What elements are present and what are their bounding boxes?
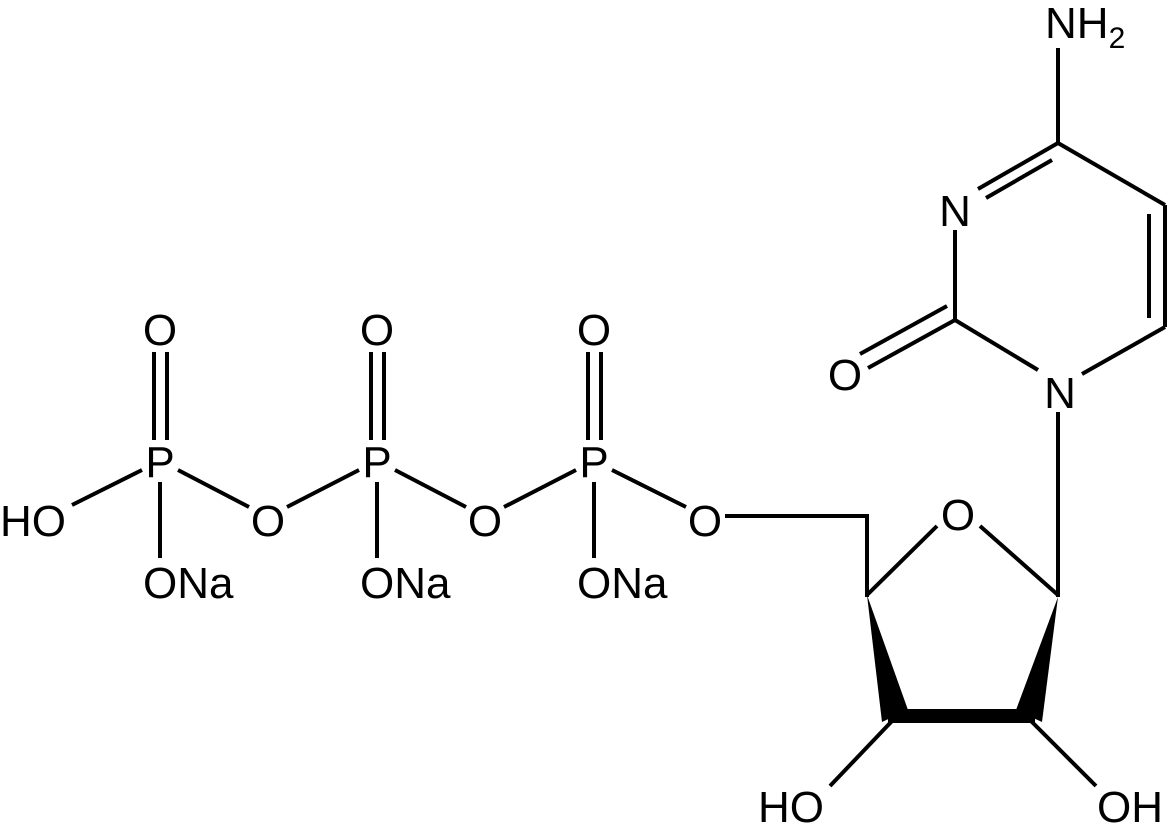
bond-o-c1p — [978, 524, 1060, 597]
label-ho-phosphate: HO — [0, 497, 66, 546]
label-ho-3prime: HO — [758, 783, 824, 825]
bond-c4-c5 — [1056, 141, 1167, 207]
label-p3-ona: ONa — [577, 559, 668, 608]
bond-c6-n1 — [1081, 325, 1166, 376]
label-bridge-o2: O — [468, 497, 502, 546]
label-bridge-o1: O — [251, 497, 285, 546]
label-o5: O — [688, 497, 722, 546]
bond-p3-obridge2 — [503, 468, 577, 509]
wedge-c1p-c2p — [1016, 597, 1058, 722]
bond-c2p-oh — [1028, 718, 1098, 788]
bond-c4-n3-inner — [985, 158, 1053, 200]
label-p3-o-top: O — [577, 306, 611, 355]
bond-c4p-o — [865, 524, 939, 597]
label-p1: P — [145, 438, 174, 487]
bond-c2-o — [867, 318, 956, 370]
wedge-c4p-c3p — [867, 595, 908, 722]
label-p2-o-top: O — [360, 306, 394, 355]
label-p1-o-top: O — [143, 306, 177, 355]
bond-obridge2-p2 — [394, 468, 467, 509]
bond-c3p-oh — [828, 718, 895, 788]
label-p3: P — [579, 438, 608, 487]
label-carbonyl-o: O — [828, 351, 862, 400]
label-n1: N — [1044, 369, 1076, 418]
label-p1-ona: ONa — [143, 559, 234, 608]
label-p2-ona: ONa — [360, 559, 451, 608]
bond-c2-o-inner — [859, 304, 948, 356]
bond-c2-n1 — [953, 318, 1040, 372]
label-oh-2prime: OH — [1097, 783, 1163, 825]
bond-c4-n3 — [977, 141, 1059, 191]
bold-bond-c3p-c2p — [888, 709, 1035, 723]
label-nh2: NH2 — [1045, 0, 1125, 55]
label-ring-o: O — [941, 491, 975, 540]
label-n3: N — [939, 187, 971, 236]
bond-obridge1-p1 — [177, 468, 250, 509]
bond-p3-o5 — [611, 468, 687, 509]
label-p2: P — [362, 438, 391, 487]
bond-p1-ho — [71, 468, 143, 507]
bond-p2-obridge1 — [286, 468, 360, 509]
bonds — [71, 48, 1167, 788]
